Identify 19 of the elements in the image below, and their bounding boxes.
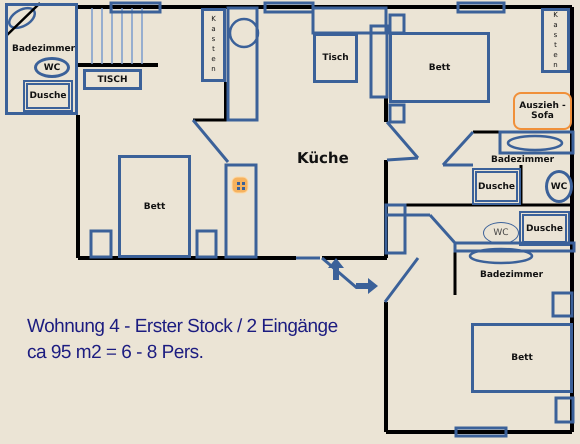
room-label: Küche	[297, 149, 349, 167]
table: Tisch	[313, 33, 358, 83]
shower: Dusche	[472, 168, 521, 205]
bed: Bett	[118, 155, 191, 258]
table: TISCH	[83, 69, 142, 90]
room-label: Badezimmer	[12, 44, 76, 54]
heading-text: ca 95 m2 = 6 - 8 Pers.	[27, 342, 204, 364]
heading-text: Wohnung 4 - Erster Stock / 2 Eingänge	[27, 316, 338, 338]
sofa-bed: Auszieh - Sofa	[513, 92, 572, 130]
bathroom-outline	[5, 3, 78, 115]
toilet: WC	[545, 170, 573, 203]
shower: Dusche	[23, 80, 73, 112]
bed: Bett	[389, 32, 490, 103]
shower: Dusche	[519, 211, 570, 246]
bed: Bett	[471, 323, 573, 393]
room-label: Badezimmer	[491, 155, 554, 165]
toilet: WC	[34, 57, 70, 78]
room-label: Badezimmer	[480, 270, 544, 280]
toilet: WC	[483, 222, 519, 244]
